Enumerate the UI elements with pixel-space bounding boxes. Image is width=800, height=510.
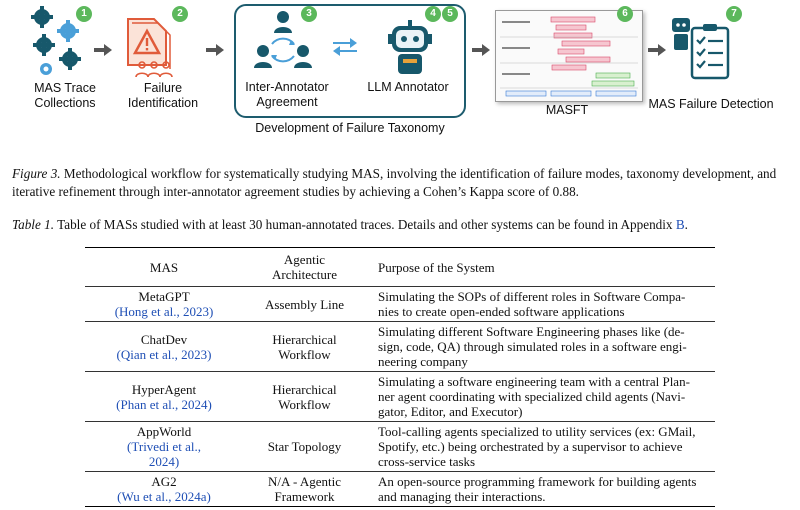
taxonomy-group-label: Development of Failure Taxonomy — [255, 121, 445, 135]
step-label-4: LLM Annotator — [367, 80, 449, 94]
robot-icon — [388, 20, 432, 74]
warning-document-icon — [127, 18, 173, 78]
purpose-cell: Simulating a software engineering team w… — [366, 371, 715, 422]
mas-cell: HyperAgent(Phan et al., 2024) — [85, 371, 243, 422]
step-badge-6: 6 — [617, 6, 633, 22]
arrow-icon — [472, 44, 490, 56]
mas-cell: ChatDev(Qian et al., 2023) — [85, 321, 243, 372]
masft-taxonomy-thumbnail — [495, 10, 643, 102]
mas-name: MetaGPT — [138, 289, 190, 304]
sync-arrows-icon — [333, 38, 357, 56]
table-row: HyperAgent(Phan et al., 2024) Hierarchic… — [85, 371, 715, 422]
mas-name: AG2 — [151, 474, 177, 489]
appendix-link[interactable]: B — [675, 217, 685, 232]
step-badge-1: 1 — [76, 6, 92, 22]
architecture-cell: Hierarchical Workflow — [243, 371, 366, 422]
architecture-cell: Assembly Line — [243, 286, 366, 322]
mas-table: MAS Agentic Architecture Purpose of the … — [85, 247, 715, 507]
header-purpose: Purpose of the System — [378, 259, 495, 275]
table-row: ChatDev(Qian et al., 2023) Hierarchical … — [85, 321, 715, 372]
architecture-cell: N/A - Agentic Framework — [243, 471, 366, 507]
step-badge-7: 7 — [726, 6, 742, 22]
taxonomy-group-box — [234, 4, 466, 118]
mas-cell: AppWorld(Trivedi et al., 2024) — [85, 421, 243, 472]
gears-icon — [31, 6, 81, 75]
purpose-cell: Simulating the SOPs of different roles i… — [366, 286, 715, 322]
table-caption: Table 1. Table of MASs studied with at l… — [12, 216, 792, 234]
table-row: MetaGPT(Hong et al., 2023) Assembly Line… — [85, 286, 715, 322]
purpose-cell: An open-source programming framework for… — [366, 471, 715, 507]
step-badge-4: 4 — [425, 6, 441, 22]
step-badge-3: 3 — [301, 6, 317, 22]
step-label-3: Inter-Annotator Agreement — [245, 80, 329, 109]
architecture-cell: Star Topology — [243, 421, 366, 472]
step-badge-5: 5 — [442, 6, 458, 22]
header-architecture: Agentic Architecture — [272, 252, 337, 282]
mas-name: AppWorld — [136, 424, 192, 439]
table-caption-end: . — [684, 217, 688, 232]
arrow-icon — [206, 44, 224, 56]
citation-link[interactable]: (Wu et al., 2024a) — [117, 489, 211, 504]
table-caption-label: Table 1. — [12, 217, 55, 232]
team-network-icon — [254, 11, 312, 68]
header-mas: MAS — [149, 259, 179, 275]
table-row: AG2(Wu et al., 2024a) N/A - Agentic Fram… — [85, 471, 715, 507]
figure-caption-label: Figure 3. — [12, 166, 61, 181]
figure-caption-text: Methodological workflow for systematical… — [12, 166, 777, 199]
step-label-7: MAS Failure Detection — [648, 97, 774, 111]
step-label-1: MAS Trace Collections — [34, 81, 96, 110]
citation-link[interactable]: (Qian et al., 2023) — [116, 346, 212, 362]
table-row: AppWorld(Trivedi et al., 2024) Star Topo… — [85, 421, 715, 472]
purpose-cell: Tool-calling agents specialized to utili… — [366, 421, 715, 472]
table-header-row: MAS Agentic Architecture Purpose of the … — [85, 247, 715, 287]
step-badge-2: 2 — [172, 6, 188, 22]
checklist-robot-icon — [672, 18, 730, 80]
citation-link[interactable]: (Phan et al., 2024) — [116, 396, 212, 412]
table-caption-text: Table of MASs studied with at least 30 h… — [57, 217, 673, 232]
citation-link[interactable]: (Hong et al., 2023) — [114, 304, 214, 319]
purpose-cell: Simulating different Software Engineerin… — [366, 321, 715, 372]
mas-name: HyperAgent — [131, 381, 197, 397]
mas-cell: AG2(Wu et al., 2024a) — [85, 471, 243, 507]
mas-name: ChatDev — [140, 331, 188, 347]
step-label-2: Failure Identification — [127, 81, 199, 110]
citation-link[interactable]: (Trivedi et al., 2024) — [127, 439, 201, 469]
mas-cell: MetaGPT(Hong et al., 2023) — [85, 286, 243, 322]
arrow-icon — [94, 44, 112, 56]
figure-caption: Figure 3. Methodological workflow for sy… — [12, 165, 792, 201]
step-label-6: MASFT — [545, 103, 589, 117]
arrow-icon — [648, 44, 666, 56]
architecture-cell: Hierarchical Workflow — [243, 321, 366, 372]
